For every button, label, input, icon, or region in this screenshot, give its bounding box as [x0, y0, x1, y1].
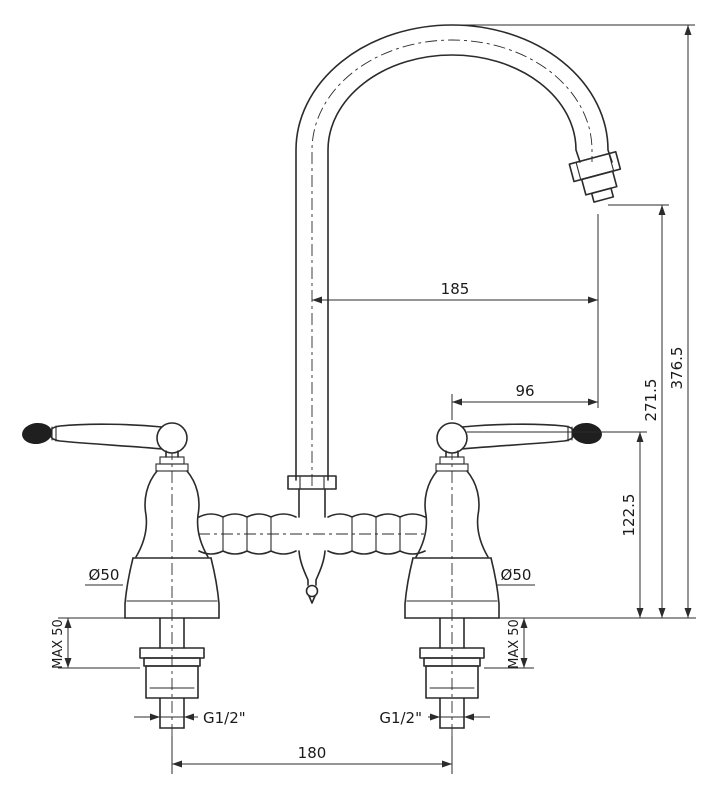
- dim-label-max-left: MAX 50: [51, 619, 66, 669]
- aerator-tip: [590, 187, 615, 203]
- aerator-band-line: [575, 161, 582, 181]
- spout-inner: [327, 54, 581, 481]
- left-assembly: [20, 420, 220, 745]
- spout-collar: [287, 475, 337, 490]
- finial-ball: [305, 584, 319, 598]
- bridge-bottom: [198, 550, 426, 555]
- spout-centerline: [311, 39, 593, 486]
- dim-label-max-right: MAX 50: [507, 619, 522, 669]
- aerator-band-line: [608, 152, 615, 172]
- dim-label-reach: 185: [441, 280, 470, 298]
- aerator: [568, 150, 622, 203]
- dim-label-thread-right: G1/2": [379, 709, 422, 727]
- finial-side: [315, 550, 326, 586]
- dim-label-handle-height: 122.5: [620, 494, 638, 537]
- dim-label-thread-left: G1/2": [203, 709, 246, 727]
- bridge-top: [198, 513, 426, 518]
- dim-label-offset: 96: [515, 382, 534, 400]
- finial-point: [308, 595, 316, 604]
- dim-label-flange-dia-right: Ø50: [501, 566, 532, 584]
- dim-label-total-height: 376.5: [668, 347, 686, 390]
- dim-label-outlet-height: 271.5: [642, 379, 660, 422]
- dim-label-spread: 180: [298, 744, 327, 762]
- spout-outer: [295, 24, 613, 481]
- finial-side: [298, 550, 309, 586]
- dim-label-flange-dia-left: Ø50: [89, 566, 120, 584]
